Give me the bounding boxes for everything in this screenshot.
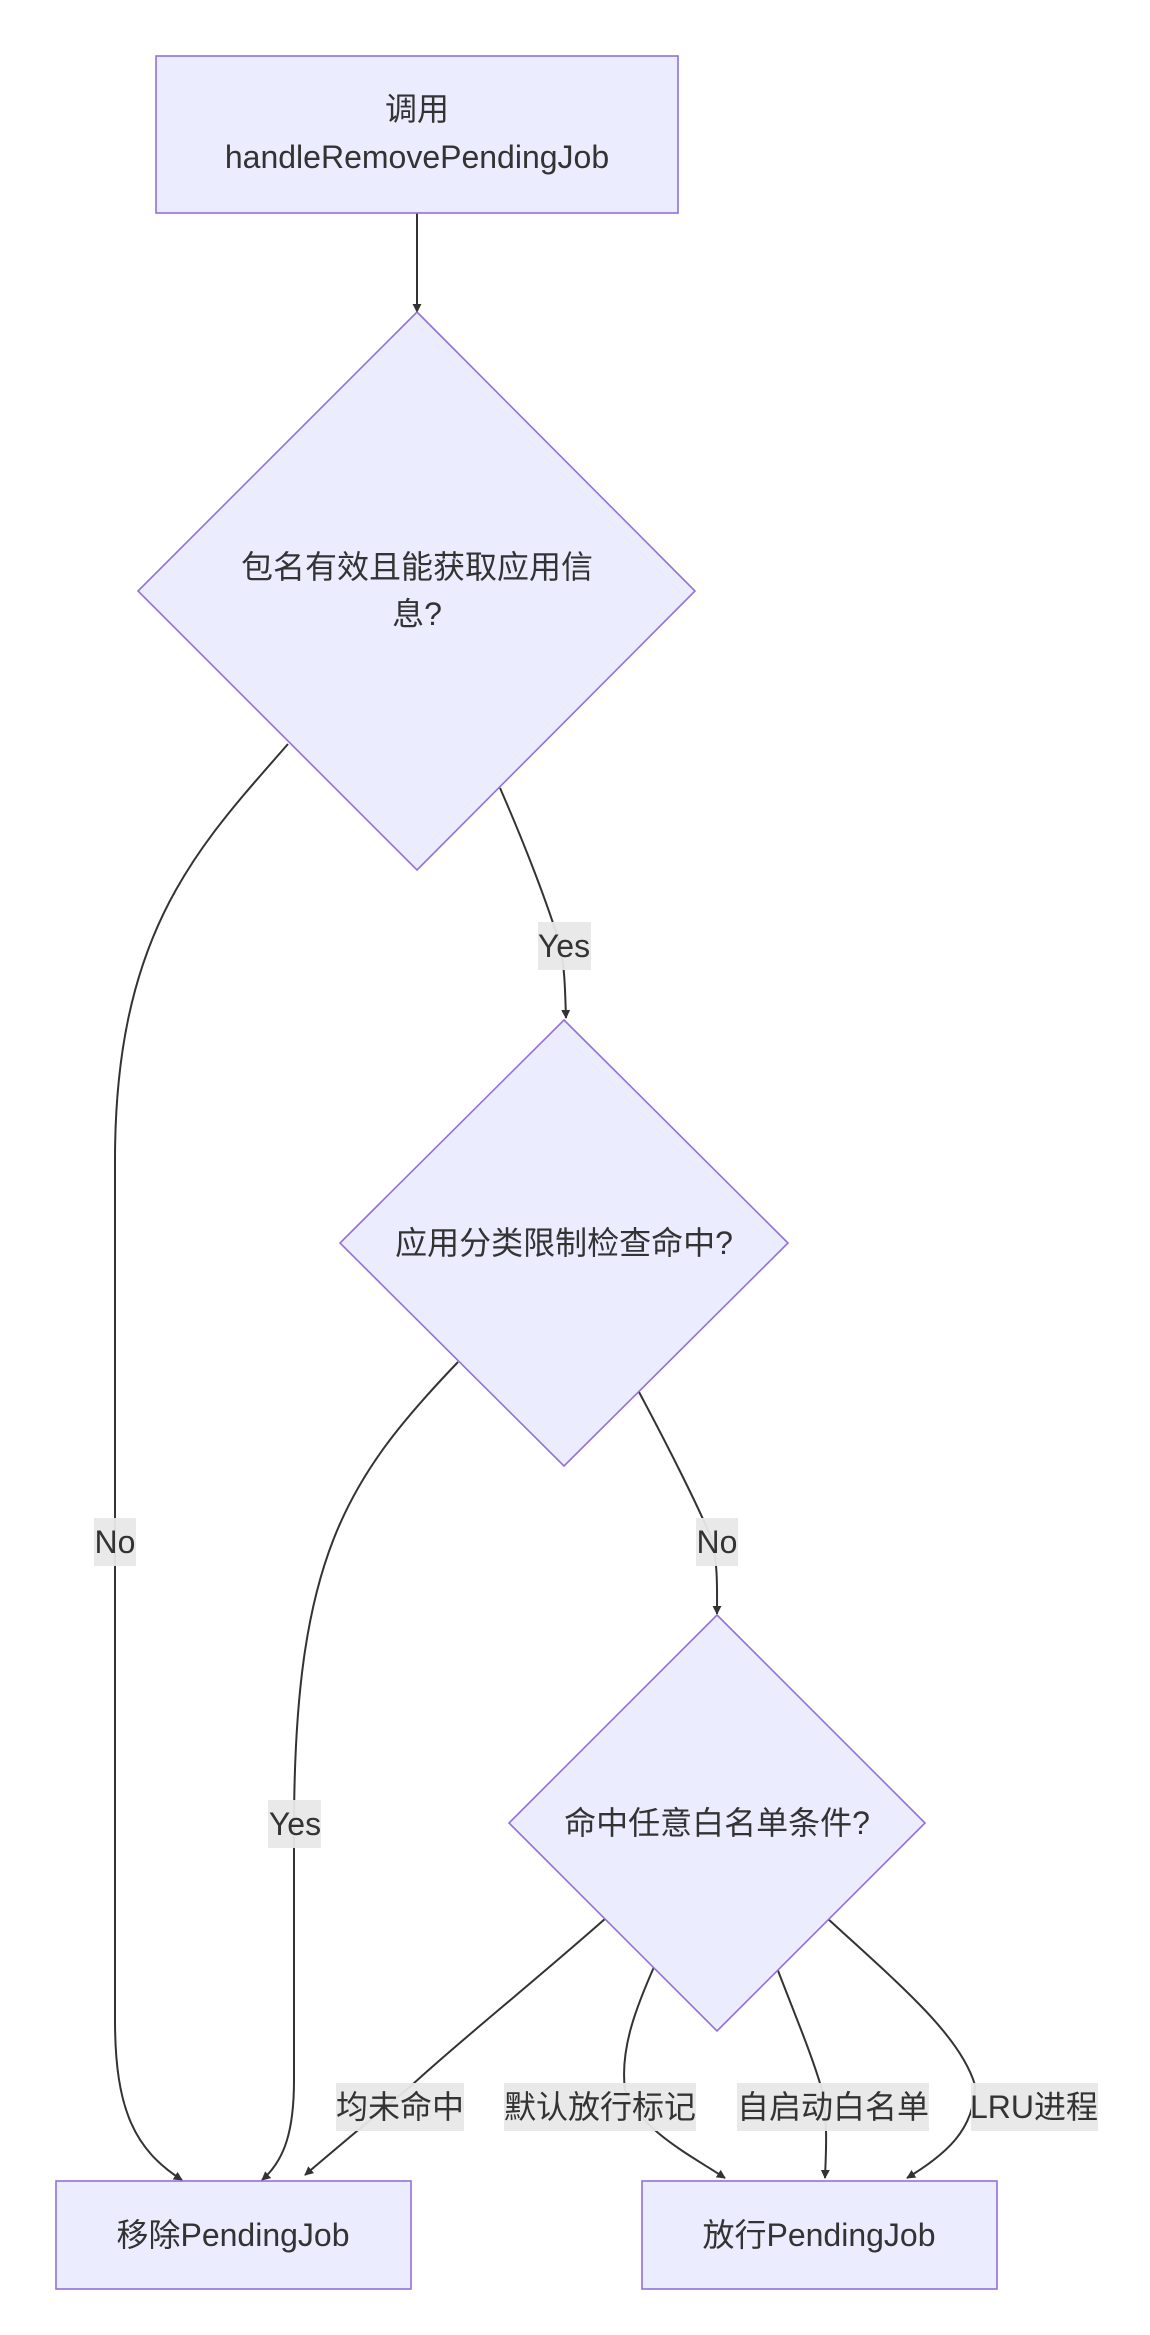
allow-node: 放行PendingJob: [641, 2180, 998, 2290]
svg-text:No: No: [697, 1524, 738, 1560]
svg-text:均未命中: 均未命中: [336, 2089, 464, 2125]
start-node: 调用 handleRemovePendingJob: [155, 55, 679, 214]
svg-text:No: No: [95, 1524, 136, 1560]
label-category-no: No: [696, 1518, 738, 1566]
nodes: 调用 handleRemovePendingJob 包名有效且能获取应用信 息?…: [55, 55, 998, 2290]
allow-node-label: 放行PendingJob: [702, 2217, 935, 2253]
remove-node-label: 移除PendingJob: [116, 2217, 349, 2253]
category-check-decision: 应用分类限制检查命中?: [338, 1018, 790, 1468]
package-check-decision: 包名有效且能获取应用信 息?: [136, 310, 697, 872]
category-check-line-1: 应用分类限制检查命中?: [395, 1225, 733, 1261]
svg-text:Yes: Yes: [538, 928, 590, 964]
edge-category-check-yes: [261, 1361, 459, 2181]
start-node-line-1: 调用: [385, 91, 449, 127]
edge-package-check-no: [114, 743, 289, 2181]
package-check-line-2: 息?: [392, 596, 442, 632]
svg-text:LRU进程: LRU进程: [970, 2089, 1098, 2125]
edge-category-check-no: [638, 1391, 722, 1615]
start-node-line-2: handleRemovePendingJob: [225, 139, 609, 175]
whitelist-check-line-1: 命中任意白名单条件?: [564, 1805, 870, 1841]
edge-whitelist-autostart: [776, 1967, 830, 2179]
whitelist-check-decision: 命中任意白名单条件?: [507, 1613, 927, 2033]
label-whitelist-lru: LRU进程: [970, 2083, 1098, 2131]
edge-whitelist-none: [304, 1917, 607, 2176]
label-category-yes: Yes: [268, 1800, 321, 1848]
label-package-no: No: [94, 1518, 136, 1566]
svg-text:默认放行标记: 默认放行标记: [504, 2089, 696, 2125]
svg-text:自启动白名单: 自启动白名单: [737, 2089, 929, 2125]
label-whitelist-autostart: 自启动白名单: [737, 2083, 929, 2131]
edge-whitelist-lru: [826, 1917, 977, 2179]
edge-labels: No Yes Yes No 均未命中 默认放行标记 自启动白名单 LRU进程: [94, 922, 1098, 2131]
label-package-yes: Yes: [538, 922, 591, 970]
package-check-line-1: 包名有效且能获取应用信: [241, 549, 593, 585]
label-whitelist-none: 均未命中: [336, 2083, 464, 2131]
svg-text:Yes: Yes: [269, 1806, 321, 1842]
label-whitelist-default: 默认放行标记: [504, 2083, 696, 2131]
remove-node: 移除PendingJob: [55, 2180, 412, 2290]
edge-package-check-yes: [499, 787, 571, 1019]
